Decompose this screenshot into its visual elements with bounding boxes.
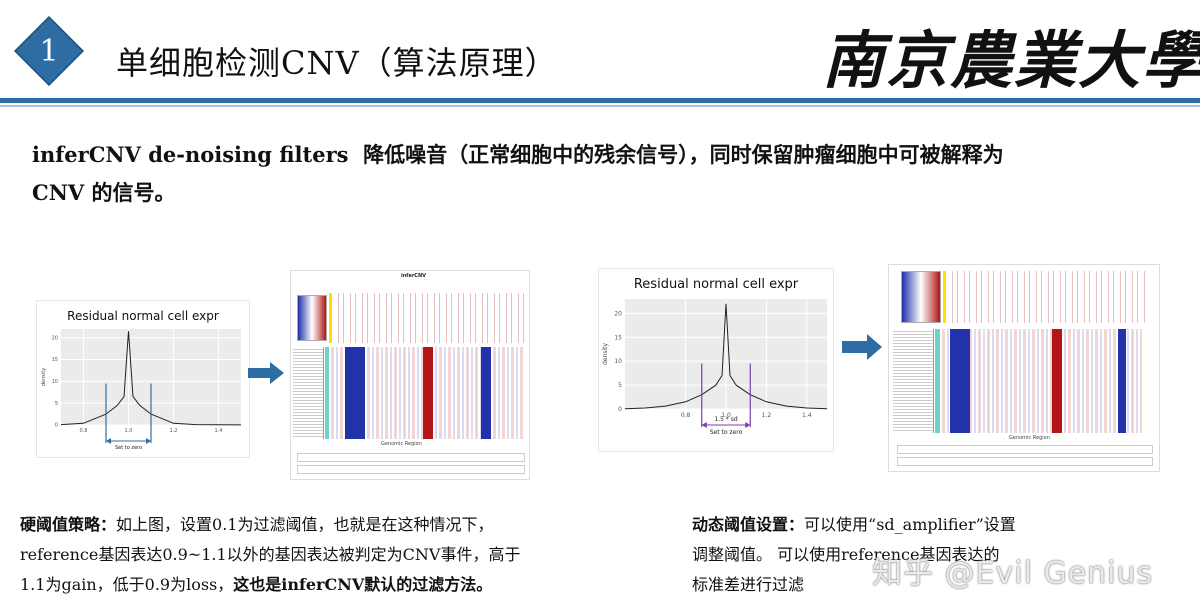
y-tick-label: 0 xyxy=(618,406,622,413)
slide-title: 单细胞检测CNV（算法原理） xyxy=(116,44,558,82)
heatmap-left: inferCNV Genomic Region xyxy=(290,270,530,480)
heatmap-reference-block xyxy=(329,293,528,343)
density-chart-right: Residual normal cell expr 0.8 1.0 1.2 1.4 0 5… xyxy=(598,268,834,452)
caption-text: 调整阈值。 可以使用reference基因表达的 xyxy=(692,545,1000,564)
caption-heading: 硬阈值策略： xyxy=(20,515,117,534)
y-tick-label: 15 xyxy=(52,357,58,363)
x-tick-label: 1.0 xyxy=(721,412,731,419)
heatmap-color-key xyxy=(901,271,941,323)
y-tick-label: 10 xyxy=(614,358,622,365)
heatmap-legend-row xyxy=(297,465,525,474)
x-tick-label: 1.2 xyxy=(170,428,178,434)
header-rule xyxy=(0,98,1200,103)
caption-heading: 动态阈值设置： xyxy=(692,515,805,534)
heatmap-dendrogram xyxy=(893,329,934,433)
y-tick-label: 20 xyxy=(52,335,58,341)
x-tick-label: 1.0 xyxy=(125,428,133,434)
density-line xyxy=(624,303,828,410)
intro-text: inferCNV de-noising filters 降低噪音（正常细胞中的残… xyxy=(32,136,1172,212)
density-plot-right: 0.8 1.0 1.2 1.4 0 5 10 15 20 density 1.5 * sd Set t… xyxy=(602,299,828,436)
number-badge-icon xyxy=(14,16,84,86)
chart-title: Residual normal cell expr xyxy=(67,309,219,323)
caption-text: reference基因表达0.9~1.1以外的基因表达被判定为CNV事件，高于 xyxy=(20,545,521,564)
heatmap-annotation-bar xyxy=(325,347,329,439)
caption-emphasis: 这也是inferCNV默认的过滤方法。 xyxy=(233,575,493,594)
x-tick-label: 0.8 xyxy=(681,412,691,419)
heatmap-legend-row xyxy=(297,453,525,462)
heatmap-xlabel: Genomic Region xyxy=(381,441,422,447)
x-tick-label: 1.4 xyxy=(215,428,223,434)
x-tick-label: 1.4 xyxy=(802,412,812,419)
y-tick-label: 15 xyxy=(614,334,622,341)
watermark: 知乎 @Evil Genius xyxy=(872,556,1154,591)
y-axis-label: density xyxy=(602,343,609,365)
arrowhead xyxy=(106,438,111,444)
annotation-label: Set to zero xyxy=(115,445,142,451)
university-logo-wordmark: 南京農業大學 xyxy=(822,24,1200,97)
caption-text: 如上图，设置0.1为过滤阈值，也就是在这种情况下， xyxy=(116,515,494,534)
intro-line2: CNV 的信号。 xyxy=(32,180,176,205)
heatmap-observation-block xyxy=(331,347,525,439)
y-tick-label: 5 xyxy=(55,401,58,407)
heatmap-title: inferCNV xyxy=(401,273,427,279)
caption-dynamic-threshold: 动态阈值设置：可以使用“sd_amplifier”设置 调整阈值。 可以使用re… xyxy=(692,510,1172,600)
arrowhead xyxy=(701,422,707,428)
heatmap-xlabel: Genomic Region xyxy=(1009,435,1050,441)
heatmap-reference-block xyxy=(943,271,1146,323)
heatmap-legend-row xyxy=(897,457,1153,466)
annotation-label: 1.5 * sd xyxy=(714,416,737,423)
y-tick-label: 0 xyxy=(55,423,58,429)
chart-title: Residual normal cell expr xyxy=(633,277,799,292)
arrow-right-icon xyxy=(842,334,882,360)
arrowhead xyxy=(745,422,751,428)
heatmap-right: Genomic Region xyxy=(888,264,1160,472)
caption-hard-threshold: 硬阈值策略：如上图，设置0.1为过滤阈值，也就是在这种情况下， referenc… xyxy=(20,510,660,600)
x-tick-label: 0.8 xyxy=(80,428,88,434)
y-tick-label: 10 xyxy=(52,379,58,385)
y-tick-label: 5 xyxy=(618,382,622,389)
caption-text: 1.1为gain，低于0.9为loss， xyxy=(20,575,234,594)
arrow-right-icon xyxy=(248,362,284,384)
header-rule-light xyxy=(0,105,1200,107)
badge-number: 1 xyxy=(39,33,59,69)
arrowhead xyxy=(146,438,151,444)
heatmap-observation-block xyxy=(942,329,1142,433)
caption-text: 标准差进行过滤 xyxy=(692,575,805,594)
heatmap-dendrogram xyxy=(293,347,324,439)
y-tick-label: 20 xyxy=(614,310,622,317)
heatmap-annotation-bar xyxy=(935,329,940,433)
density-chart-left: Residual normal cell expr 0.8 1.0 1.2 1.4 0 5… xyxy=(36,300,250,458)
intro-filter-name: inferCNV de-noising filters xyxy=(32,142,349,167)
y-axis-label: density xyxy=(41,368,47,386)
annotation-label: Set to zero xyxy=(710,429,743,436)
intro-line1: 降低噪音（正常细胞中的残余信号），同时保留肿瘤细胞中可被解释为 xyxy=(363,142,1004,167)
caption-text: 可以使用“sd_amplifier”设置 xyxy=(804,515,1016,534)
x-tick-label: 1.2 xyxy=(762,412,772,419)
heatmap-legend-row xyxy=(897,445,1153,454)
heatmap-color-key xyxy=(297,295,327,341)
